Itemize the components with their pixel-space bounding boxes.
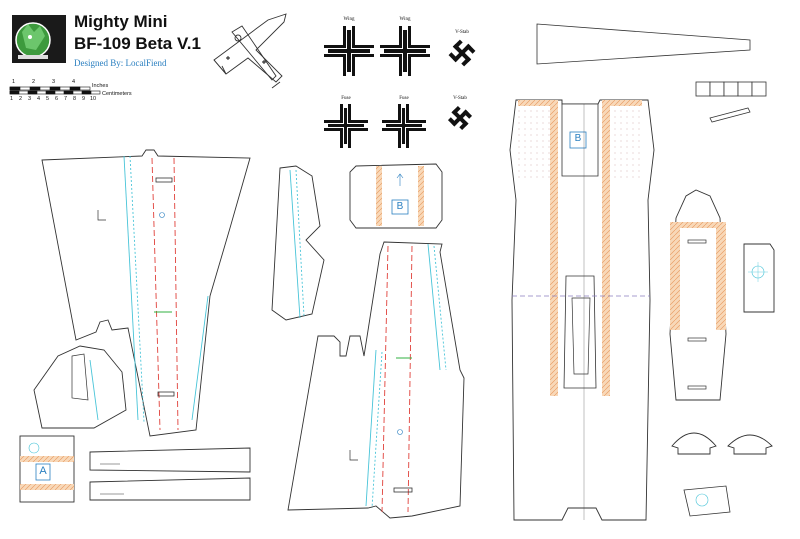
designer-credit: Designed By: LocalFiend <box>74 58 167 68</box>
decal-emblem-vstab-1 <box>448 39 476 67</box>
cm-tick-6: 6 <box>55 96 59 102</box>
logo <box>12 15 66 63</box>
airplane-top-view <box>213 13 287 89</box>
decal-emblem-vstab-2 <box>447 105 473 131</box>
part-letter-b-fuselage: B <box>574 133 582 144</box>
cm-tick-8: 8 <box>73 96 77 102</box>
cm-tick-9: 9 <box>82 96 86 102</box>
decal-label-wing-2: Wing <box>399 17 411 22</box>
decal-cross-wing-2 <box>380 26 430 76</box>
decal-cross-fuse-2 <box>382 104 426 148</box>
title-line-1: Mighty Mini <box>74 12 168 31</box>
cm-tick-10: 10 <box>90 96 97 102</box>
decal-label-wing-1: Wing <box>343 17 355 22</box>
part-long-strips <box>89 447 251 501</box>
cm-tick-7: 7 <box>64 96 68 102</box>
part-nose-side <box>669 189 727 401</box>
cm-tick-2: 2 <box>19 96 23 102</box>
part-top-center-b <box>349 163 443 229</box>
inch-tick-2: 2 <box>32 79 36 85</box>
cm-tick-1: 1 <box>10 96 14 102</box>
part-tapered-strip <box>536 23 751 65</box>
decal-label-vstab-1: V-Stab <box>455 30 469 35</box>
decal-cross-fuse-1 <box>324 104 368 148</box>
centimeters-label: Centimeters <box>102 91 132 97</box>
part-stab-piece <box>271 165 325 321</box>
inch-tick-3: 3 <box>52 79 56 85</box>
part-canopy <box>33 345 127 429</box>
part-domes <box>671 432 773 455</box>
decal-label-fuse-2: Fuse <box>399 96 409 101</box>
part-thin-wedge <box>709 107 751 123</box>
part-letter-b-center: B <box>396 201 404 212</box>
decal-label-fuse-1: Fuse <box>341 96 351 101</box>
cm-tick-4: 4 <box>37 96 41 102</box>
part-small-plate <box>683 485 731 517</box>
cm-tick-3: 3 <box>28 96 32 102</box>
scale-bar <box>9 86 101 95</box>
part-side-circle <box>743 243 775 313</box>
part-left-wing <box>41 149 251 437</box>
decal-label-vstab-2: V-Stab <box>453 96 467 101</box>
part-fuselage <box>509 99 655 521</box>
part-letter-a: A <box>39 465 47 477</box>
inch-tick-1: 1 <box>12 79 16 85</box>
decal-cross-wing-1 <box>324 26 374 76</box>
inches-label: Inches <box>92 83 109 89</box>
title-line-2: BF-109 Beta V.1 <box>74 34 201 53</box>
inch-tick-4: 4 <box>72 79 76 85</box>
part-square-tabs <box>695 81 767 97</box>
part-right-wing <box>287 241 465 519</box>
part-small-a <box>19 435 75 503</box>
cm-tick-5: 5 <box>46 96 50 102</box>
